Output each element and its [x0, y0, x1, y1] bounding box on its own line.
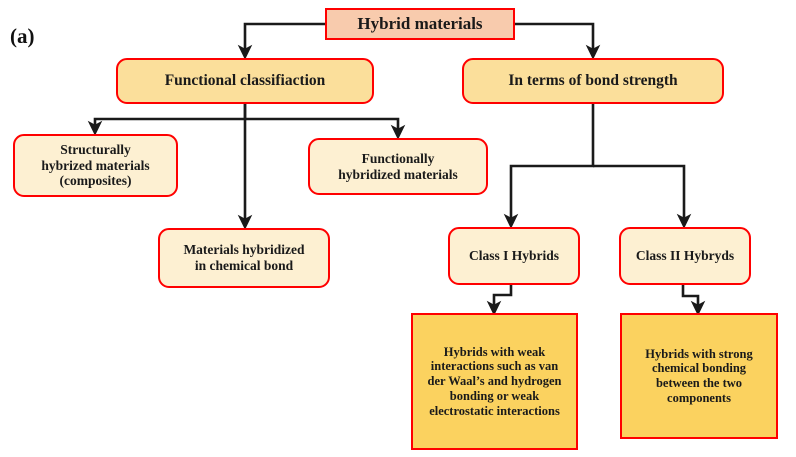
edge-class-1-to-weak-interactions [486, 285, 513, 316]
node-label: Functional classifiaction [164, 71, 326, 89]
node-class-ii-hybryds[interactable]: Class II Hybryds [619, 227, 751, 285]
node-label: Class I Hybrids [468, 248, 560, 264]
node-label: In terms of bond strength [508, 71, 678, 89]
node-label: Class II Hybryds [635, 248, 735, 264]
edge-root-to-bond-strength [515, 22, 601, 60]
edge-functional-to-structurally [87, 104, 247, 136]
node-class-i-hybrids[interactable]: Class I Hybrids [448, 227, 580, 285]
edge-root-to-functional-classification [237, 22, 325, 60]
edge-functional-to-functionally [245, 117, 406, 140]
node-in-terms-of-bond-strength[interactable]: In terms of bond strength [462, 58, 724, 104]
panel-label-a: (a) [10, 24, 35, 48]
edge-bond-strength-to-class-2 [593, 164, 692, 229]
edge-bond-strength-to-class-1 [503, 104, 595, 229]
node-functional-classification[interactable]: Functional classifiaction [116, 58, 374, 104]
node-hybrid-materials[interactable]: Hybrid materials [325, 8, 515, 40]
edge-class-2-to-strong-bonding [681, 285, 706, 316]
node-label: Hybrid materials [357, 13, 483, 33]
